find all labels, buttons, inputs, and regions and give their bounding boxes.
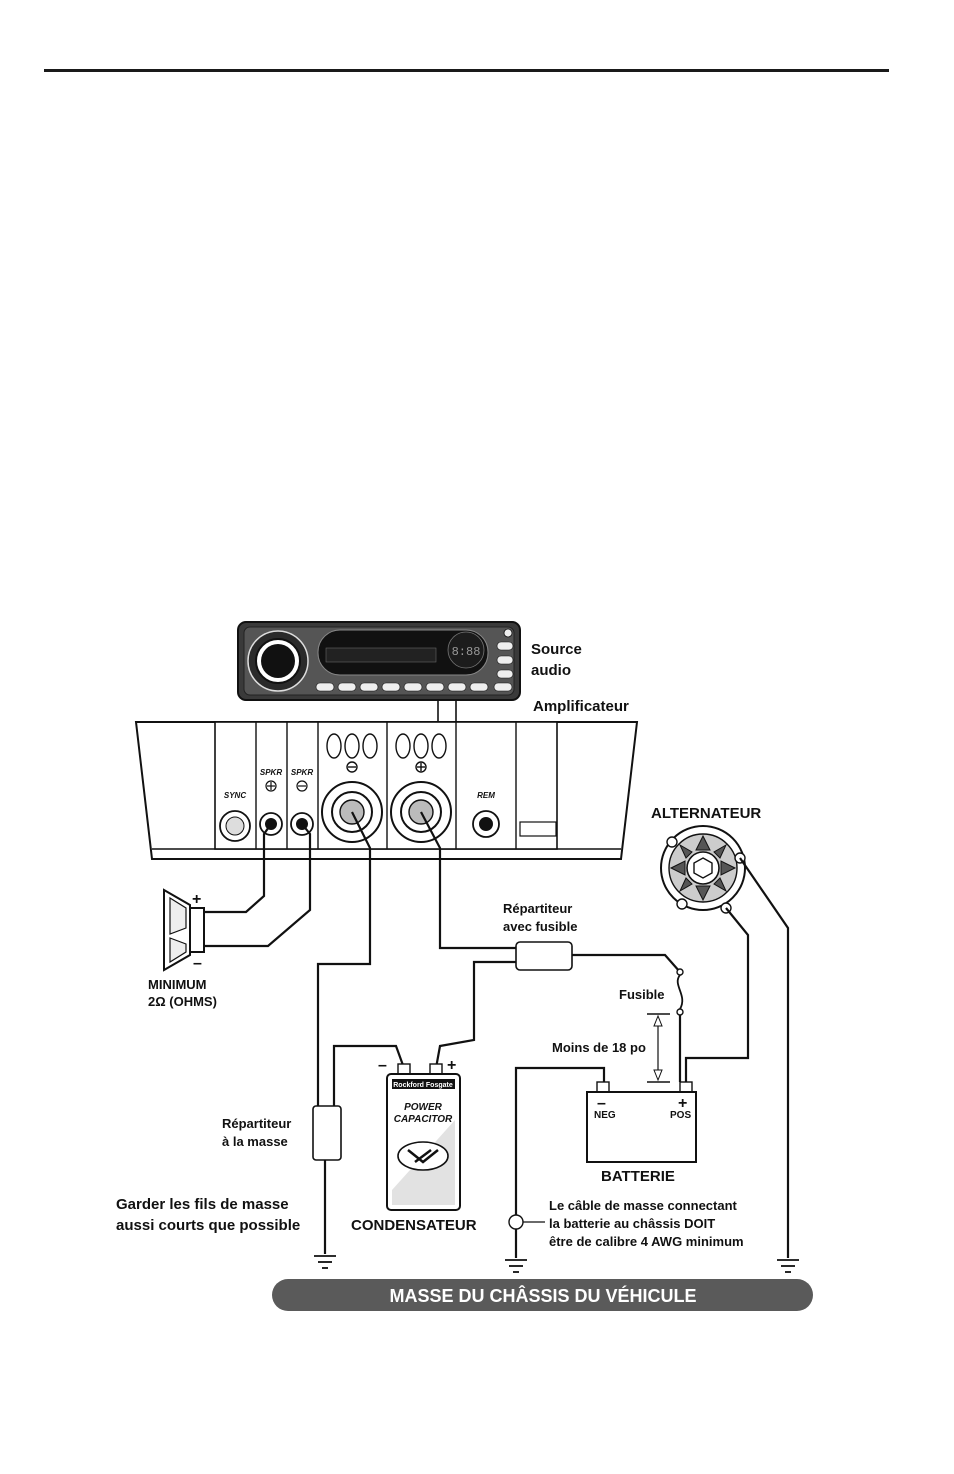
- spkr-plus-label: SPKR: [260, 768, 282, 777]
- sync-label: SYNC: [224, 791, 246, 800]
- capacitor-plus-sign: +: [447, 1057, 456, 1074]
- ground-distributor: [312, 1105, 342, 1161]
- source-audio-label-1: Source: [531, 641, 582, 658]
- capacitor-model-2: CAPACITOR: [394, 1114, 453, 1125]
- battery: [586, 1081, 697, 1163]
- alternator-label: ALTERNATEUR: [651, 805, 761, 822]
- amplifier: [134, 721, 639, 860]
- fused-distributor-label-2: avec fusible: [503, 919, 577, 934]
- battery-minus-sign: –: [597, 1095, 606, 1112]
- chassis-ground-bar: [272, 1279, 813, 1311]
- capacitor-minus-sign: –: [378, 1057, 387, 1074]
- source-audio-label-2: audio: [531, 662, 571, 679]
- fused-distributor-label-1: Répartiteur: [503, 901, 572, 916]
- wires: [204, 811, 790, 1258]
- head-unit-display: 8:88: [452, 645, 481, 659]
- spkr-minus-label: SPKR: [291, 768, 313, 777]
- capacitor: [386, 1063, 461, 1211]
- battery-label: BATTERIE: [601, 1168, 675, 1185]
- chassis-ground-label: MASSE DU CHÂSSIS DU VÉHICULE: [389, 1285, 696, 1306]
- cable-note-line-2: la batterie au châssis DOIT: [549, 1216, 715, 1231]
- capacitor-model-1: POWER: [404, 1102, 443, 1113]
- speaker: [163, 888, 205, 972]
- top-rule: [44, 69, 889, 72]
- keep-short-line-1: Garder les fils de masse: [116, 1196, 289, 1213]
- distance-dimension: [647, 1013, 670, 1083]
- speaker-minus-sign: –: [193, 955, 202, 972]
- battery-neg-label: NEG: [594, 1110, 616, 1121]
- distance-label: Moins de 18 po: [552, 1040, 646, 1055]
- ground-distributor-label-1: Répartiteur: [222, 1116, 291, 1131]
- ground-distributor-label-2: à la masse: [222, 1134, 288, 1149]
- cable-note-line-1: Le câble de masse connectant: [549, 1198, 738, 1213]
- speaker-plus-sign: +: [192, 891, 201, 908]
- ground-symbols: [314, 1255, 799, 1273]
- battery-pos-label: POS: [670, 1110, 691, 1121]
- keep-short-line-2: aussi courts que possible: [116, 1217, 300, 1234]
- fuse: [676, 968, 684, 1016]
- head-unit: 8:88: [237, 621, 521, 701]
- speaker-min-label-2: 2Ω (OHMS): [148, 994, 217, 1009]
- cable-callout-marker: [508, 1214, 524, 1230]
- capacitor-label: CONDENSATEUR: [351, 1217, 477, 1234]
- battery-plus-sign: +: [678, 1095, 687, 1112]
- rem-label: REM: [477, 791, 495, 800]
- alternator: [660, 825, 746, 914]
- cable-note-line-3: être de calibre 4 AWG minimum: [549, 1234, 744, 1249]
- fused-distributor: [515, 941, 573, 971]
- fuse-label: Fusible: [619, 987, 665, 1002]
- capacitor-brand: Rockford Fosgate: [393, 1082, 453, 1089]
- amplifier-label: Amplificateur: [533, 698, 629, 715]
- speaker-min-label-1: MINIMUM: [148, 977, 207, 992]
